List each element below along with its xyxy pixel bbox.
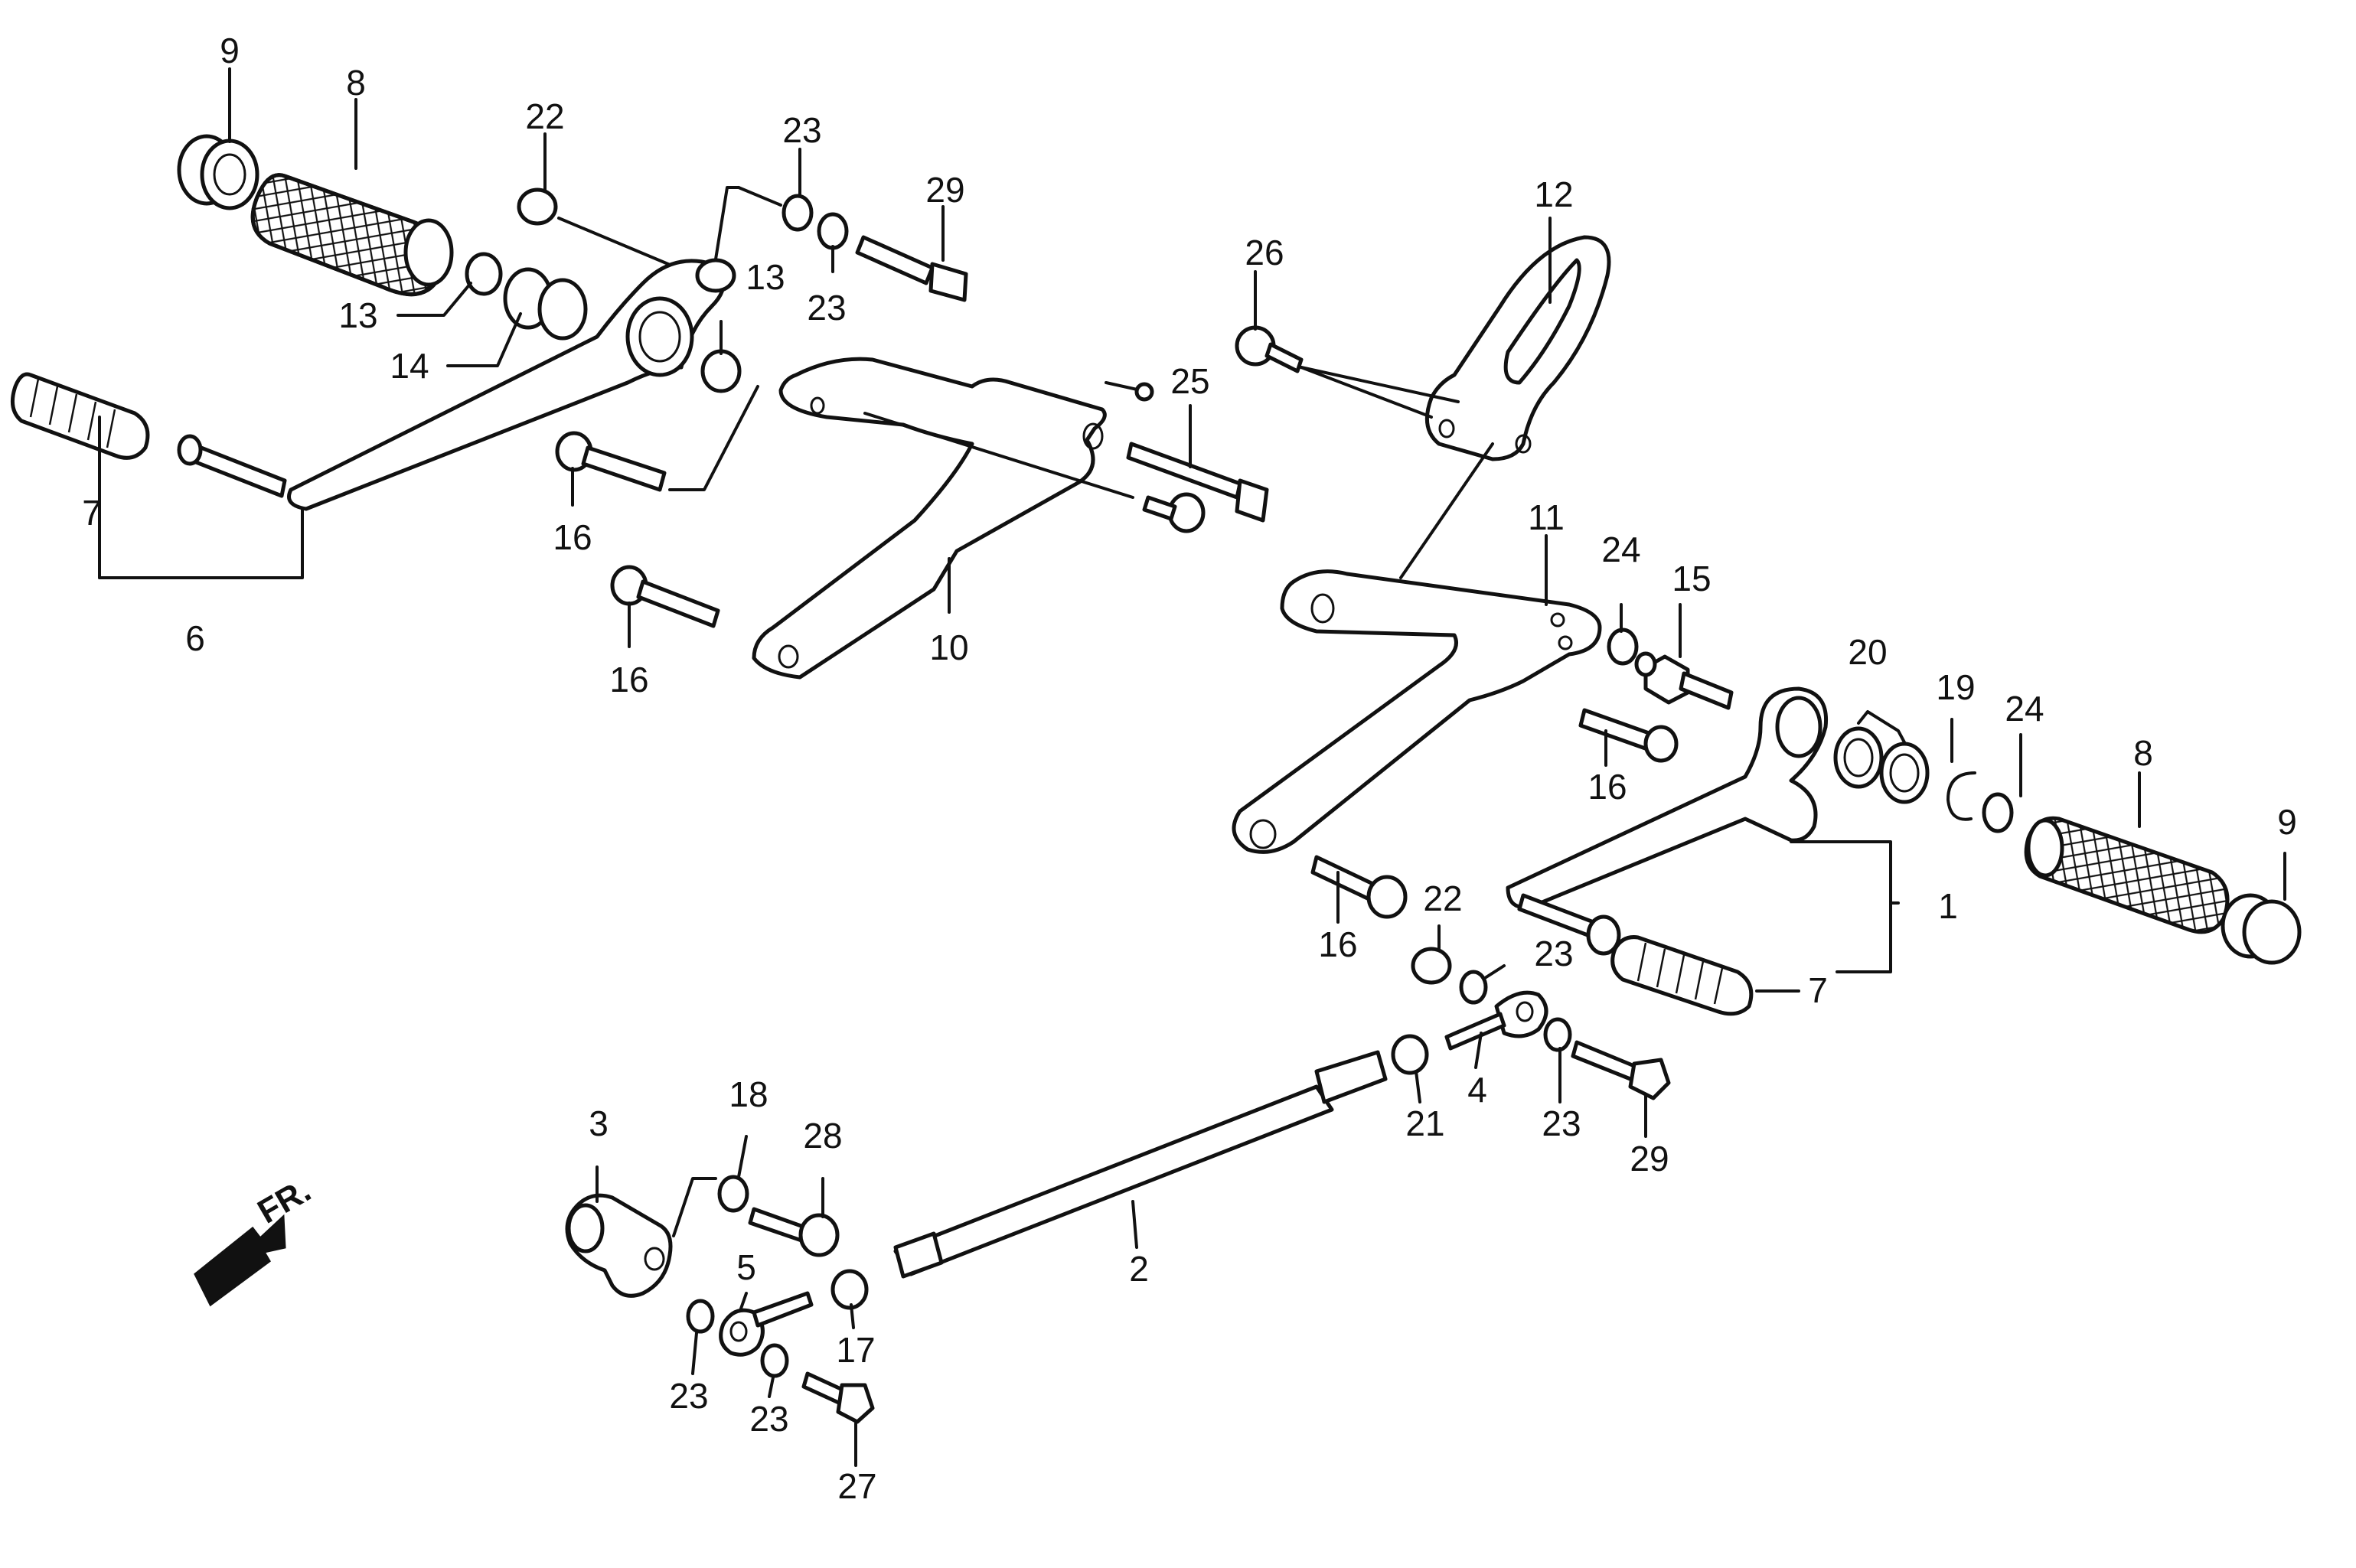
bolt-27 <box>801 1371 875 1424</box>
shift-rod-2 <box>893 1050 1388 1279</box>
callout-23-d: 23 <box>1542 1103 1581 1143</box>
callout-13-a: 13 <box>338 295 377 335</box>
peg-rubber-8-right <box>2024 816 2230 934</box>
circlip-19 <box>1946 771 1976 821</box>
nut-17 <box>830 1269 869 1310</box>
bolt-29-b <box>1571 1040 1671 1100</box>
clevis-4 <box>1444 990 1548 1051</box>
washer-23-d <box>1543 1017 1572 1052</box>
front-indicator: FR. <box>252 1172 318 1231</box>
bracket-11 <box>1232 569 1602 854</box>
callout-16-d: 16 <box>1318 924 1357 964</box>
pivot-bolt-15 <box>1634 651 1734 710</box>
callout-26: 26 <box>1245 233 1284 272</box>
callout-18: 18 <box>729 1074 768 1114</box>
rubber-7-left <box>10 372 150 460</box>
shift-lever-6 <box>177 258 736 511</box>
shift-arm-3 <box>565 1193 673 1298</box>
callout-12: 12 <box>1534 174 1573 214</box>
peg-rubber-8-left <box>250 173 454 297</box>
callout-16-b: 16 <box>609 660 648 699</box>
callout-5: 5 <box>736 1247 756 1287</box>
callout-11: 11 <box>1528 497 1565 537</box>
bolt-29-a <box>855 235 968 302</box>
callout-22-a: 22 <box>525 96 564 136</box>
callout-27: 27 <box>837 1466 876 1506</box>
callout-9-left: 9 <box>220 31 240 70</box>
washer-24-a <box>1607 628 1639 666</box>
washer-23-f <box>760 1343 789 1378</box>
bracket-10 <box>752 357 1107 680</box>
washer-24-b <box>1982 792 2014 833</box>
callout-23-b: 23 <box>807 288 846 328</box>
callout-8-left: 8 <box>346 63 366 103</box>
callout-23-f: 23 <box>749 1399 788 1439</box>
callout-9-right: 9 <box>2277 802 2297 842</box>
callout-1: 1 <box>1938 886 1958 926</box>
callout-7-left: 7 <box>82 493 102 533</box>
front-arrow-icon <box>194 1214 286 1307</box>
callout-6: 6 <box>185 618 205 658</box>
callout-25: 25 <box>1170 361 1209 401</box>
seals-20 <box>1833 726 1930 804</box>
washer-13-b <box>700 349 742 393</box>
callout-14: 14 <box>390 346 429 386</box>
rubber-7-right <box>1610 935 1754 1016</box>
washer-23-b <box>817 212 849 250</box>
nut-22-a <box>517 187 558 226</box>
callout-13-b: 13 <box>746 257 785 297</box>
heel-guard-12 <box>1424 235 1611 461</box>
callout-20: 20 <box>1848 632 1887 672</box>
callout-24-a: 24 <box>1601 530 1640 569</box>
washer-18 <box>717 1175 749 1213</box>
callout-16-a: 16 <box>553 517 592 557</box>
callout-8-right: 8 <box>2133 733 2153 773</box>
washer-23-e <box>686 1299 715 1334</box>
callout-24-b: 24 <box>2005 689 2044 729</box>
callout-10: 10 <box>929 628 968 667</box>
washer-23-c <box>1459 970 1488 1005</box>
bolt-small-25 <box>1142 492 1206 533</box>
callout-23-e: 23 <box>669 1376 708 1416</box>
nut-21 <box>1391 1034 1429 1075</box>
bolt-28 <box>748 1207 840 1257</box>
nut-22-b <box>1411 947 1452 985</box>
callout-19: 19 <box>1936 667 1975 707</box>
washer-23-a <box>782 194 814 232</box>
washer-13-a <box>465 252 503 296</box>
bolt-16-d <box>1310 855 1408 919</box>
callout-29-a: 29 <box>925 170 964 210</box>
bolt-16-c <box>1578 708 1679 763</box>
callout-2: 2 <box>1129 1249 1149 1289</box>
bolt-26 <box>1235 325 1304 373</box>
cap-9-right <box>2221 893 2302 965</box>
clevis-5 <box>719 1291 814 1357</box>
callout-23-c: 23 <box>1534 934 1573 973</box>
bolt-25 <box>1126 442 1269 523</box>
callout-22-b: 22 <box>1423 879 1462 918</box>
callout-28: 28 <box>803 1116 842 1156</box>
cap-9-left <box>177 134 259 210</box>
callout-17: 17 <box>836 1330 875 1370</box>
callout-21: 21 <box>1405 1103 1444 1143</box>
callout-7-right: 7 <box>1808 970 1828 1010</box>
callout-16-c: 16 <box>1588 767 1627 807</box>
callout-23-a: 23 <box>782 110 821 150</box>
callout-3: 3 <box>589 1103 609 1143</box>
callout-4: 4 <box>1467 1070 1487 1110</box>
callout-15: 15 <box>1672 559 1711 598</box>
spacer-14 <box>503 267 588 341</box>
callout-29-b: 29 <box>1630 1139 1669 1178</box>
